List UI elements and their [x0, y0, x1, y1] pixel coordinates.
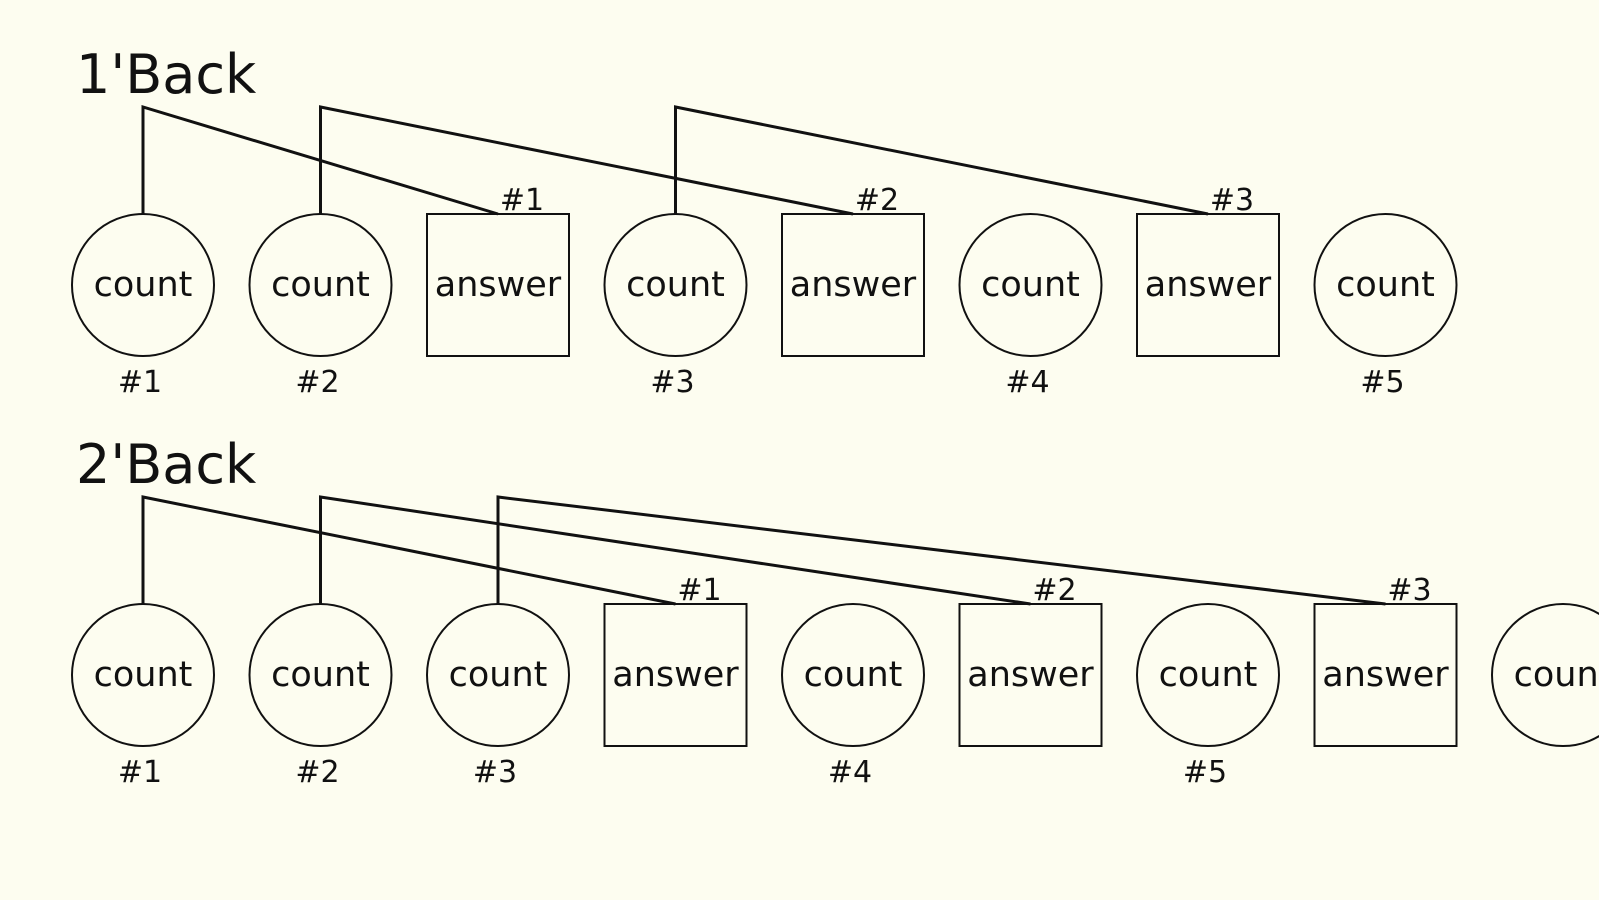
answer-label: answer	[612, 655, 739, 695]
count-number: #1	[118, 755, 162, 790]
count-label: count	[1514, 655, 1599, 695]
link-line	[319, 495, 1031, 606]
count-label: count	[271, 655, 370, 695]
count-node	[426, 603, 570, 747]
answer-node	[958, 603, 1103, 747]
count-node	[958, 213, 1103, 357]
link-line	[319, 105, 854, 216]
count-number: #1	[118, 365, 162, 400]
count-number: #4	[1005, 365, 1049, 400]
count-node	[71, 603, 215, 747]
answer-label: answer	[967, 655, 1094, 695]
count-label: count	[981, 265, 1080, 305]
diagram-title-2-back: 2'Back	[76, 433, 257, 496]
count-node	[1313, 213, 1458, 357]
count-number: #5	[1183, 755, 1227, 790]
count-number: #3	[650, 365, 694, 400]
count-label: count	[1336, 265, 1435, 305]
count-node	[781, 603, 925, 747]
answer-label: answer	[790, 265, 917, 305]
answer-label: answer	[435, 265, 562, 305]
answer-node	[1136, 213, 1280, 357]
count-number: #5	[1360, 365, 1404, 400]
link-line	[496, 495, 1386, 606]
count-label: count	[626, 265, 725, 305]
link-line	[141, 104, 499, 216]
diagram-2-back: count #1 count #2 count #3 answer #1 count #4 answ…	[71, 495, 1599, 790]
count-label: count	[804, 655, 903, 695]
answer-label: answer	[1145, 265, 1272, 305]
diagram-title-1-back: 1'Back	[76, 43, 257, 106]
answer-node	[426, 213, 570, 357]
answer-node	[603, 603, 748, 747]
diagram-1-back: count #1 count #2 answer #1 count #3 answer #2 cou…	[71, 104, 1458, 400]
answer-number: #3	[1387, 573, 1431, 608]
answer-number: #3	[1210, 183, 1254, 218]
count-label: count	[271, 265, 370, 305]
answer-node	[1313, 603, 1458, 747]
count-label: count	[449, 655, 548, 695]
answer-number: #2	[1032, 573, 1076, 608]
count-label: count	[1159, 655, 1258, 695]
count-label: count	[94, 655, 193, 695]
answer-node	[781, 213, 925, 357]
count-number: #2	[295, 755, 339, 790]
link-line	[674, 105, 1209, 216]
answer-number: #1	[500, 183, 544, 218]
answer-number: #1	[677, 573, 721, 608]
answer-label: answer	[1322, 655, 1449, 695]
count-node	[248, 213, 393, 357]
link-line	[141, 495, 676, 606]
count-node	[248, 603, 393, 747]
count-node	[1491, 603, 1599, 747]
count-label: count	[94, 265, 193, 305]
count-number: #3	[473, 755, 517, 790]
count-node	[71, 213, 215, 357]
answer-number: #2	[855, 183, 899, 218]
count-number: #2	[295, 365, 339, 400]
count-number: #4	[828, 755, 872, 790]
count-node	[1136, 603, 1280, 747]
count-node	[603, 213, 748, 357]
